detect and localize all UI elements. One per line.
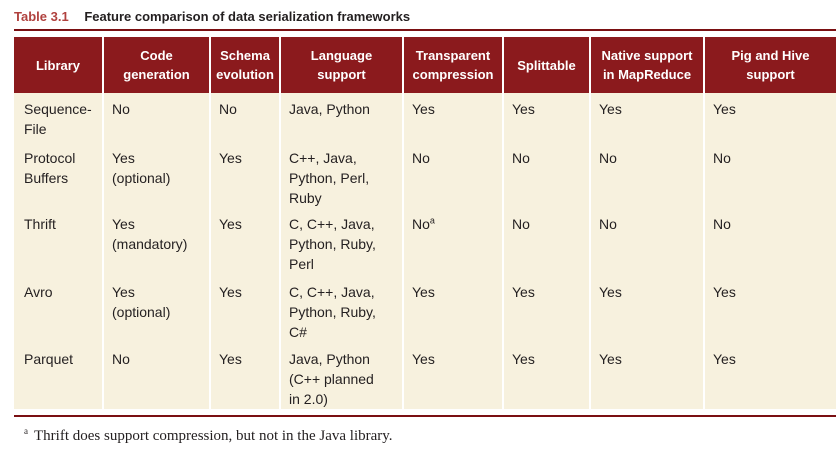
cell-library: Avro bbox=[14, 276, 103, 345]
cell-native-mapreduce: Yes bbox=[589, 276, 704, 345]
cell-native-mapreduce: Yes bbox=[589, 345, 704, 409]
top-rule bbox=[14, 29, 836, 31]
cell-code-generation: No bbox=[102, 93, 210, 140]
header-library: Library bbox=[14, 37, 103, 93]
table-row: Thrift Yes(mandatory) Yes C, C++, Java,P… bbox=[14, 208, 836, 276]
cell-language-support: C, C++, Java,Python, Ruby,Perl bbox=[279, 208, 403, 276]
cell-pig-hive: Yes bbox=[703, 345, 836, 409]
header-splittable: Splittable bbox=[502, 37, 590, 93]
cell-schema-evolution: Yes bbox=[209, 140, 280, 208]
cell-pig-hive: Yes bbox=[703, 93, 836, 140]
bottom-rule bbox=[14, 415, 836, 417]
cell-transparent-compression: Yes bbox=[402, 276, 503, 345]
footnote-marker: a bbox=[429, 215, 435, 226]
cell-native-mapreduce: Yes bbox=[589, 93, 704, 140]
table-caption: Table 3.1 Feature comparison of data ser… bbox=[14, 9, 410, 27]
cell-code-generation: Yes(optional) bbox=[102, 140, 210, 208]
cell-code-generation: No bbox=[102, 345, 210, 409]
cell-code-generation: Yes(mandatory) bbox=[102, 208, 210, 276]
table-row: Avro Yes(optional) Yes C, C++, Java,Pyth… bbox=[14, 276, 836, 345]
cell-schema-evolution: Yes bbox=[209, 345, 280, 409]
cell-schema-evolution: Yes bbox=[209, 276, 280, 345]
cell-native-mapreduce: No bbox=[589, 208, 704, 276]
cell-native-mapreduce: No bbox=[589, 140, 704, 208]
table-number: Table 3.1 bbox=[14, 9, 69, 24]
cell-transparent-compression: Noa bbox=[402, 208, 503, 276]
cell-transparent-compression: Yes bbox=[402, 93, 503, 140]
cell-language-support: C, C++, Java,Python, Ruby,C# bbox=[279, 276, 403, 345]
cell-splittable: Yes bbox=[502, 276, 590, 345]
cell-language-support: Java, Python bbox=[279, 93, 403, 140]
cell-pig-hive: No bbox=[703, 140, 836, 208]
cell-library: Parquet bbox=[14, 345, 103, 409]
footnote-marker-label: a bbox=[24, 426, 28, 436]
cell-library: Thrift bbox=[14, 208, 103, 276]
table-title: Feature comparison of data serialization… bbox=[84, 9, 411, 24]
cell-splittable: No bbox=[502, 140, 590, 208]
footnote-text: Thrift does support compression, but not… bbox=[34, 428, 393, 444]
cell-code-generation: Yes(optional) bbox=[102, 276, 210, 345]
cell-pig-hive: No bbox=[703, 208, 836, 276]
table-row: Sequence-File No No Java, Python Yes Yes… bbox=[14, 93, 836, 140]
footnote: a Thrift does support compression, but no… bbox=[24, 426, 393, 445]
cell-splittable: Yes bbox=[502, 345, 590, 409]
cell-schema-evolution: No bbox=[209, 93, 280, 140]
cell-schema-evolution: Yes bbox=[209, 208, 280, 276]
cell-transparent-compression: Yes bbox=[402, 345, 503, 409]
cell-transparent-compression: No bbox=[402, 140, 503, 208]
cell-library: Sequence-File bbox=[14, 93, 103, 140]
cell-language-support: C++, Java,Python, Perl,Ruby bbox=[279, 140, 403, 208]
cell-splittable: Yes bbox=[502, 93, 590, 140]
cell-pig-hive: Yes bbox=[703, 276, 836, 345]
cell-splittable: No bbox=[502, 208, 590, 276]
